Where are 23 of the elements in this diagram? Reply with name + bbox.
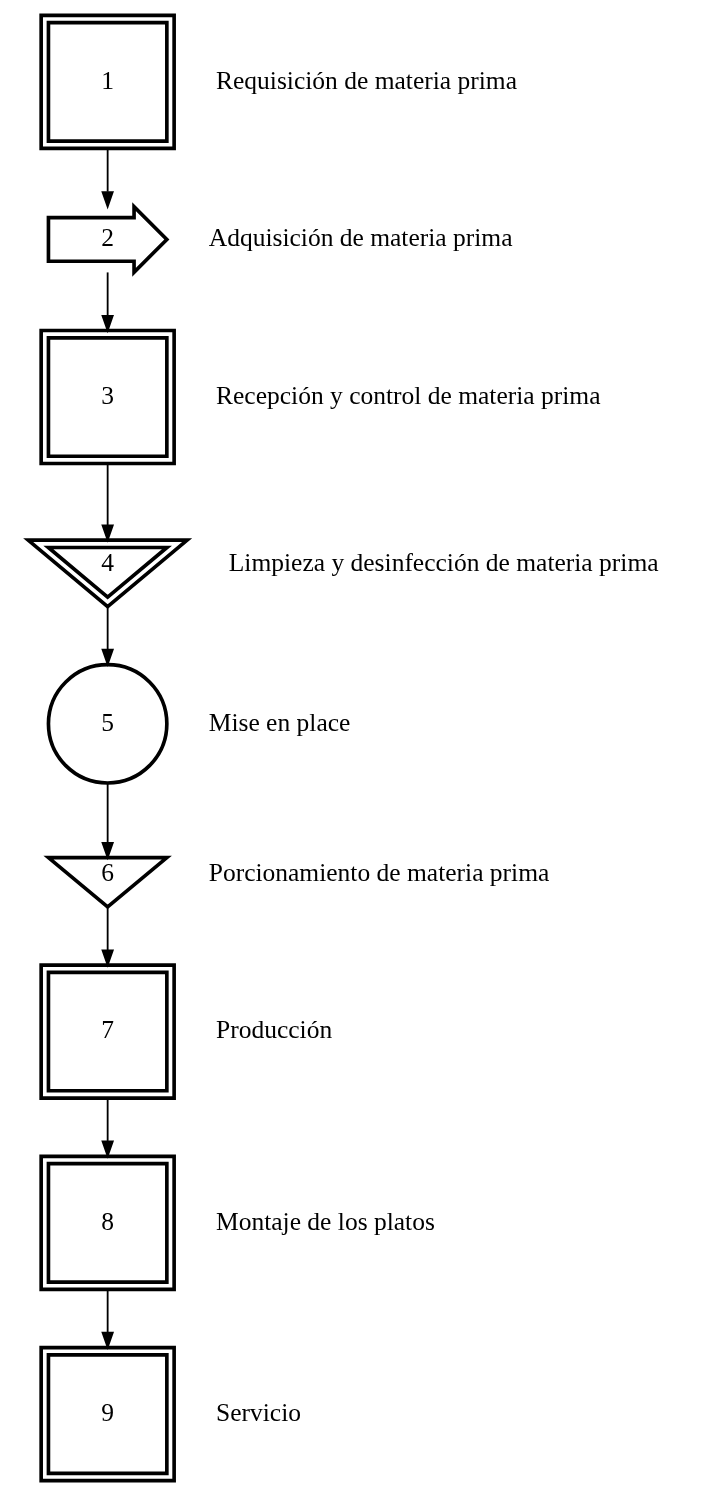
node-label: Porcionamiento de materia prima <box>208 857 549 887</box>
node-label: Limpieza y desinfección de materia prima <box>228 547 659 577</box>
node-label: Mise en place <box>208 707 350 737</box>
arrow <box>100 1288 114 1351</box>
arrow <box>100 148 114 210</box>
node-circle: 5 <box>46 662 169 785</box>
arrow <box>100 782 114 861</box>
node-label: Requisición de materia prima <box>215 65 517 95</box>
arrow <box>100 462 114 543</box>
arrow <box>100 605 114 667</box>
node-box: 1 <box>38 13 176 151</box>
arrow <box>100 271 114 334</box>
node-box: 8 <box>38 1154 176 1292</box>
node-box: 7 <box>38 963 176 1100</box>
node-label: Montaje de los platos <box>215 1206 435 1236</box>
node-label: Recepción y control de materia prima <box>215 380 600 410</box>
arrow <box>100 906 114 968</box>
node-box: 3 <box>38 328 176 466</box>
node-box: 9 <box>38 1345 176 1483</box>
node-label: Adquisición de materia prima <box>208 223 513 253</box>
arrow <box>100 1097 114 1159</box>
node-label: Producción <box>215 1015 332 1045</box>
node-label: Servicio <box>215 1397 301 1427</box>
